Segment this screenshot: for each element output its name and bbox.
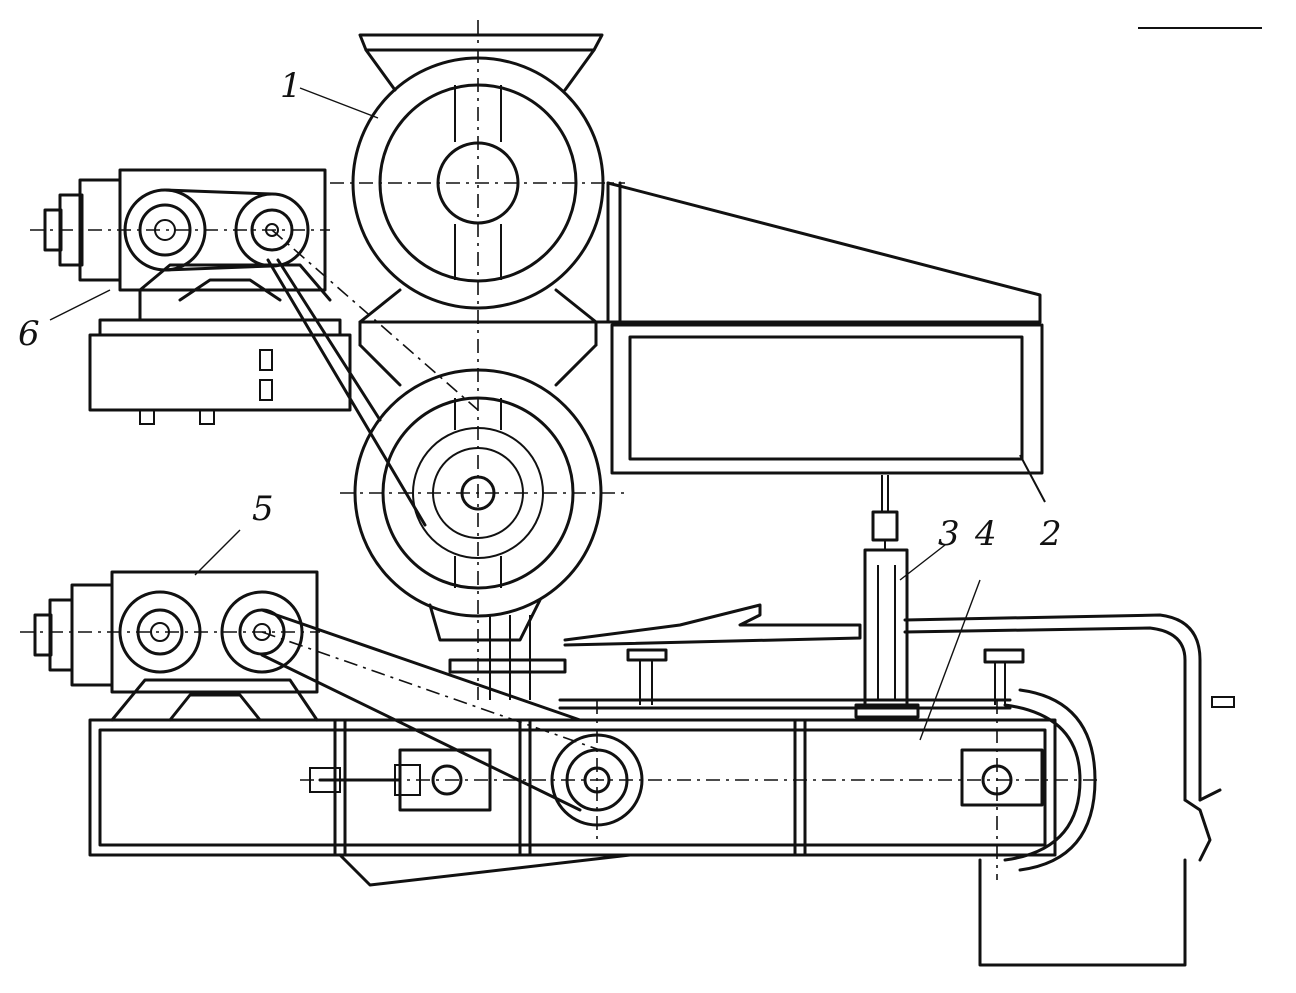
label-3: 3 [938,514,960,554]
lower-drive [20,529,601,812]
label-1: 1 [280,66,302,106]
column [854,475,946,719]
label-6: 6 [18,314,40,354]
leader-1 [299,87,379,119]
hopper-box [610,323,1046,503]
label-5: 5 [252,489,274,529]
upper-roll-unit [330,20,1042,700]
side-housing [606,181,1042,324]
lower-roll [340,368,625,700]
label-2: 2 [1039,514,1062,554]
part-labels: 1 2 3 4 5 6 [18,66,1062,554]
label-4: 4 [974,514,997,554]
upper-drive [30,168,479,527]
conveyor-frame [88,579,1235,967]
